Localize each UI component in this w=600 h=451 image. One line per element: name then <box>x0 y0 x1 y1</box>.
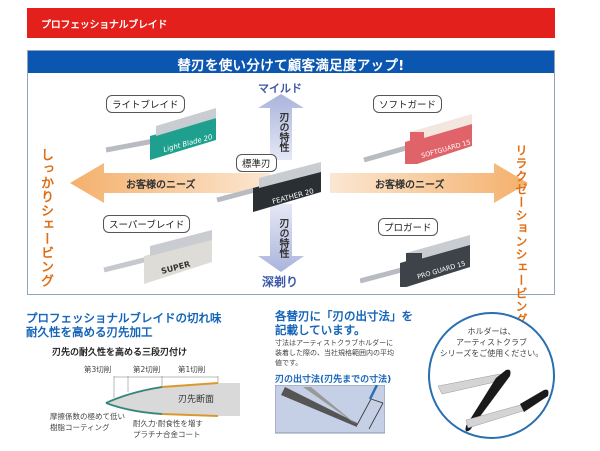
holder-circle: ホルダーは、 アーティストクラブ シリーズをご使用ください。 <box>428 312 555 439</box>
holder-note: ホルダーは、 アーティストクラブ シリーズをご使用ください。 <box>439 327 544 358</box>
down-arrow-icon <box>258 204 304 272</box>
product-label-light-blade: ライトブレイド <box>106 95 185 113</box>
cut-3-label: 第3切削 <box>84 365 112 374</box>
horizontal-arrows <box>70 163 528 203</box>
down-arrow-text: 刃の特性 <box>277 218 288 258</box>
deep-shave-label: 深剃り <box>261 275 298 289</box>
blade-exposure-body: 寸法はアーティストクラブホルダーに 装着した際の、当社規格範囲内の平均 値です。 <box>275 339 394 367</box>
blade-cross-section-diagram <box>105 376 240 417</box>
cut-1-label: 第1切削 <box>178 365 206 374</box>
vertical-arrows <box>258 94 304 272</box>
left-arrow-icon <box>70 163 270 203</box>
super-blade-box: SUPER <box>103 230 212 284</box>
cross-section-label: 刃先断面 <box>178 395 215 405</box>
right-arrow-icon <box>330 163 528 203</box>
frame-title: 替刃を使い分けて顧客満足度アップ! <box>177 58 405 74</box>
light-blade-box: Light Blade 20 <box>105 108 216 160</box>
relaxation-shaving-label: リラクゼーションシェービング <box>514 144 528 326</box>
mild-label: マイルド <box>258 82 302 95</box>
pointer-arrow-icon <box>368 385 379 400</box>
blade-exposure-title: 各替刃に「刃の出寸法」を 記載しています。 <box>275 309 413 337</box>
header-title: プロフェッショナルブレイド <box>41 20 168 31</box>
pro-guard-box: PRO GUARD 15 <box>360 235 470 287</box>
three-stage-subtitle: 刃先の耐久性を高める三段刃付け <box>52 348 188 358</box>
soft-guard-box: SOFTGUARD 15 <box>363 114 472 164</box>
frame-header: 替刃を使い分けて顧客満足度アップ! <box>28 51 554 74</box>
right-arrow-text: お客様のニーズ <box>375 180 445 191</box>
left-arrow-text: お客様のニーズ <box>126 180 196 191</box>
blade-exposure-diagram <box>275 385 385 434</box>
firm-shaving-label: しっかりシェービング <box>38 148 53 288</box>
product-label-standard: 標準刃 <box>236 154 277 172</box>
razor-holders-illustration <box>437 369 549 432</box>
cut-2-label: 第2切削 <box>133 365 161 374</box>
up-arrow-text: 刃の特性 <box>277 112 288 152</box>
platinum-coat-note: 耐久力·耐食性を増す プラチナ合金コート <box>133 419 203 439</box>
standard-blade-box: FEATHER 20 <box>216 162 321 212</box>
up-arrow-icon <box>258 94 304 160</box>
product-label-super-blade: スーパーブレイド <box>103 215 191 233</box>
edge-section-title: プロフェッショナルブレイドの切れ味 耐久性を高める刃先加工 <box>26 311 222 339</box>
resin-coating-note: 摩擦係数の極めて低い 樹脂コーティング <box>50 412 125 432</box>
exposure-diagram-label: 刃の出寸法(刃先までの寸法) <box>275 375 392 385</box>
header-bar: プロフェッショナルブレイド <box>27 8 555 38</box>
product-label-pro-guard: プロガード <box>378 218 438 236</box>
product-label-soft-guard: ソフトガード <box>373 95 443 113</box>
